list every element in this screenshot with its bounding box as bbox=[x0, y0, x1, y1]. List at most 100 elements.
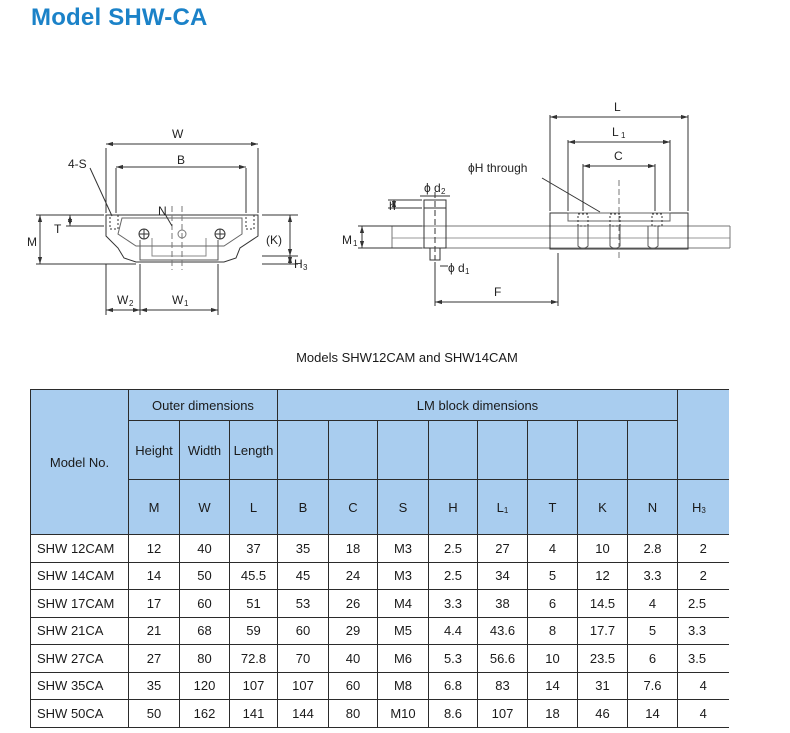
cell: 24 bbox=[328, 561, 378, 590]
header-sym-n: N bbox=[627, 479, 678, 535]
header-height: Height bbox=[128, 420, 180, 480]
header-length: Length bbox=[229, 420, 278, 480]
cell: 68 bbox=[179, 616, 230, 645]
cell: 27 bbox=[128, 644, 180, 673]
cell: 43.6 bbox=[477, 616, 528, 645]
table-row: SHW 50CA 50 162 141 144 80 M10 8.6 107 1… bbox=[30, 699, 729, 728]
cell: 14.5 bbox=[577, 589, 628, 618]
cell: 14 bbox=[128, 561, 180, 590]
cell: 4.4 bbox=[428, 616, 478, 645]
cell: 45 bbox=[277, 561, 329, 590]
cell: 8.6 bbox=[428, 699, 478, 728]
cell: 7.6 bbox=[627, 671, 678, 700]
cell: 6 bbox=[627, 644, 678, 673]
cell: 162 bbox=[179, 699, 230, 728]
svg-text:2: 2 bbox=[441, 187, 446, 196]
header-l1-top bbox=[477, 420, 528, 480]
cell-model: SHW 35CA bbox=[30, 671, 129, 700]
cell: M8 bbox=[377, 671, 429, 700]
table-row: SHW 12CAM 12 40 37 35 18 M3 2.5 27 4 10 … bbox=[30, 534, 729, 563]
cell: 107 bbox=[229, 671, 278, 700]
cell: M3 bbox=[377, 561, 429, 590]
cell: 2.5 bbox=[677, 589, 729, 618]
cell: 3.3 bbox=[428, 589, 478, 618]
svg-text:1: 1 bbox=[465, 267, 470, 276]
cell: 14 bbox=[627, 699, 678, 728]
cell: 59 bbox=[229, 616, 278, 645]
svg-text:T: T bbox=[54, 222, 62, 236]
cell: 14 bbox=[527, 671, 578, 700]
cell: M5 bbox=[377, 616, 429, 645]
svg-text:W: W bbox=[172, 127, 184, 141]
cell: 5 bbox=[627, 616, 678, 645]
header-width: Width bbox=[179, 420, 230, 480]
cell: 3.5 bbox=[677, 644, 729, 673]
cell: 50 bbox=[179, 561, 230, 590]
cell: M6 bbox=[377, 644, 429, 673]
cell: 45.5 bbox=[229, 561, 278, 590]
cell-model: SHW 50CA bbox=[30, 699, 129, 728]
cell: 26 bbox=[328, 589, 378, 618]
cell: M3 bbox=[377, 534, 429, 563]
cell: 2.5 bbox=[428, 561, 478, 590]
header-h-top bbox=[428, 420, 478, 480]
cell: 80 bbox=[328, 699, 378, 728]
cell: 27 bbox=[477, 534, 528, 563]
header-sym-h3: H3 bbox=[677, 479, 729, 535]
svg-text:M: M bbox=[342, 233, 352, 247]
cell: 141 bbox=[229, 699, 278, 728]
table-row: SHW 35CA 35 120 107 107 60 M8 6.8 83 14 … bbox=[30, 671, 729, 700]
cell: 6 bbox=[527, 589, 578, 618]
svg-text:h: h bbox=[389, 199, 396, 213]
cell: 53 bbox=[277, 589, 329, 618]
cell: 3.3 bbox=[677, 616, 729, 645]
header-sym-b: B bbox=[277, 479, 329, 535]
header-k-top bbox=[577, 420, 628, 480]
svg-text:M: M bbox=[27, 235, 37, 249]
svg-text:3: 3 bbox=[303, 263, 308, 272]
header-sym-l1: L1 bbox=[477, 479, 528, 535]
header-lm-block-dimensions: LM block dimensions bbox=[277, 389, 678, 421]
cell: 2.8 bbox=[627, 534, 678, 563]
header-sym-s: S bbox=[377, 479, 429, 535]
svg-text:B: B bbox=[177, 153, 185, 167]
cell: 12 bbox=[577, 561, 628, 590]
cell: 35 bbox=[128, 671, 180, 700]
cell: M10 bbox=[377, 699, 429, 728]
cell: 4 bbox=[627, 589, 678, 618]
cell: 46 bbox=[577, 699, 628, 728]
svg-text:1: 1 bbox=[353, 239, 358, 248]
header-sym-l: L bbox=[229, 479, 278, 535]
header-sym-k: K bbox=[577, 479, 628, 535]
svg-text:H: H bbox=[294, 257, 303, 271]
table-row: SHW 21CA 21 68 59 60 29 M5 4.4 43.6 8 17… bbox=[30, 616, 729, 645]
cell: 12 bbox=[128, 534, 180, 563]
cell: 29 bbox=[328, 616, 378, 645]
cell: 4 bbox=[527, 534, 578, 563]
cell: 2.5 bbox=[428, 534, 478, 563]
cell: 50 bbox=[128, 699, 180, 728]
cell: 17.7 bbox=[577, 616, 628, 645]
figure-caption: Models SHW12CAM and SHW14CAM bbox=[296, 350, 518, 365]
cell: 6.8 bbox=[428, 671, 478, 700]
cell: 51 bbox=[229, 589, 278, 618]
header-t-top bbox=[527, 420, 578, 480]
cell: 72.8 bbox=[229, 644, 278, 673]
cell: 5 bbox=[527, 561, 578, 590]
svg-text:W: W bbox=[117, 293, 129, 307]
cell: 40 bbox=[328, 644, 378, 673]
cell-model: SHW 21CA bbox=[30, 616, 129, 645]
cell: 60 bbox=[277, 616, 329, 645]
header-sym-h: H bbox=[428, 479, 478, 535]
cell-model: SHW 27CA bbox=[30, 644, 129, 673]
cell: 23.5 bbox=[577, 644, 628, 673]
cell: 31 bbox=[577, 671, 628, 700]
cell: 38 bbox=[477, 589, 528, 618]
svg-text:1: 1 bbox=[184, 299, 189, 308]
header-c-top bbox=[328, 420, 378, 480]
svg-text:F: F bbox=[494, 285, 501, 299]
header-n-top bbox=[627, 420, 678, 480]
cell: 107 bbox=[477, 699, 528, 728]
